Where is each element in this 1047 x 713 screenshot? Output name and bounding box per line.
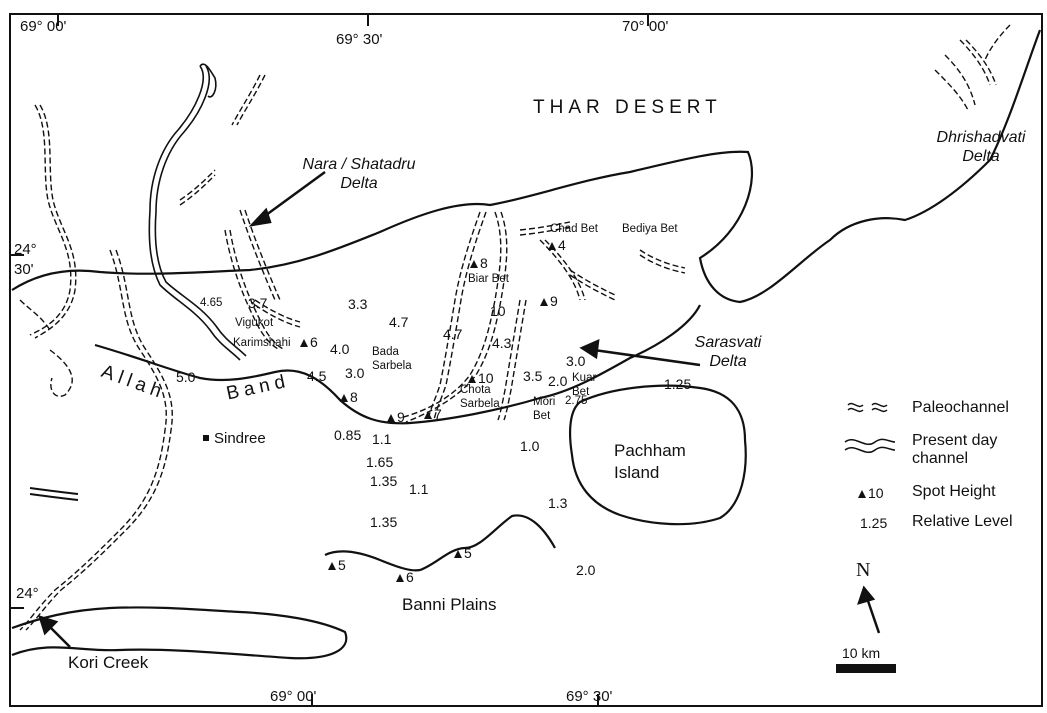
label-sarasvati-delta: Sarasvati Delta (694, 334, 762, 371)
relative-level: 2.0 (576, 562, 596, 578)
spot-height: 5 (328, 558, 346, 572)
spot-height: 7 (424, 407, 442, 421)
relative-level: 1.3 (548, 495, 568, 511)
label-karimshahi: Karimshahi (233, 337, 291, 349)
spot-height: 9 (540, 294, 558, 308)
axis-top-69-30: 69° 30' (336, 31, 383, 48)
graticule-ticks (10, 14, 649, 706)
legend-relative-level-symbol: 1.25 (860, 515, 888, 531)
legend-present-channel: Present day channel (912, 432, 998, 467)
relative-level: 1.0 (520, 438, 540, 454)
rann-shoreline (94, 304, 701, 425)
label-kuar-bet: Kuar Bet (572, 372, 597, 398)
relative-level: 3.3 (348, 296, 368, 312)
relative-level: 2.75 (565, 395, 588, 407)
relative-level: 1.65 (366, 454, 394, 470)
spot-height: 4 (548, 238, 566, 252)
relative-level: 1.1 (372, 431, 392, 447)
north-label: N (856, 559, 871, 581)
label-pachham-island: Pachham Island (614, 441, 686, 483)
relative-level: 3.5 (523, 368, 543, 384)
legend-paleochannel: Paleochannel (912, 399, 1009, 416)
label-chota-sarbela: Chota Sarbela (460, 384, 500, 410)
axis-bottom-69-00: 69° 00' (270, 688, 317, 705)
relative-level: 3.0 (345, 365, 365, 381)
relative-level: 2.0 (548, 373, 568, 389)
axis-top-69-00: 69° 00' (20, 18, 67, 35)
axis-top-70-00: 70° 00' (622, 18, 669, 35)
label-chad-bet: Chad Bet (550, 223, 598, 235)
axis-bottom-69-30: 69° 30' (566, 688, 613, 705)
label-sindree: Sindree (203, 431, 266, 446)
banni-shoreline (324, 514, 556, 572)
spot-height: 10 (490, 303, 506, 319)
label-dhrishadvati-delta: Dhrishadvati Delta (936, 129, 1026, 166)
relative-level: 4.3 (492, 335, 512, 351)
scale-bar (836, 664, 896, 673)
relative-level: 5.0 (176, 369, 196, 385)
coast-south (11, 606, 348, 660)
label-bediya-bet: Bediya Bet (622, 223, 678, 235)
label-kori-creek: Kori Creek (68, 653, 149, 672)
relative-level: 1.35 (370, 473, 398, 489)
paleochannels (19, 24, 1011, 631)
relative-level: 1.25 (664, 376, 692, 392)
label-thar-desert: THAR DESERT (533, 97, 722, 118)
legend: Paleochannel Present day channel 10 Spot… (840, 396, 1035, 566)
relative-level: 0.85 (334, 427, 362, 443)
legend-present-channel-symbol (844, 438, 896, 453)
channel-fragment (29, 487, 79, 501)
spot-height: 6 (396, 570, 414, 584)
label-bada-sarbela: Bada Sarbela (372, 346, 412, 372)
spot-height: 8 (340, 390, 358, 404)
present-day-channel-nara (148, 63, 247, 361)
label-mori-bet: Mori Bet (533, 396, 556, 422)
sindree-marker (203, 435, 209, 441)
spot-height: 8 (470, 256, 488, 270)
legend-spot-height: Spot Height (912, 483, 996, 500)
axis-left-24-30: 24° 30' (14, 241, 37, 278)
spot-height: 10 (468, 371, 494, 385)
legend-paleochannel-symbol (847, 402, 888, 413)
label-biar-bet: Biar Bet (468, 273, 509, 285)
spot-height: 6 (300, 335, 318, 349)
relative-level: 4.7 (443, 326, 463, 342)
relative-level: 1.1 (409, 481, 429, 497)
label-banni-plains: Banni Plains (402, 595, 497, 614)
coastline-north (11, 29, 1042, 304)
legend-glyphs (844, 402, 896, 453)
scale-bar-label: 10 km (842, 645, 881, 661)
pachham-island-outline (569, 384, 747, 526)
legend-spot-height-symbol: 10 (858, 486, 884, 500)
relative-level: 4.0 (330, 341, 350, 357)
spot-height: 5 (454, 546, 472, 560)
arrows (38, 170, 881, 648)
sindree-name: Sindree (214, 430, 266, 447)
label-nara-delta: Nara / Shatadru Delta (302, 156, 416, 193)
spot-height: 9 (387, 410, 405, 424)
axis-left-24: 24° (16, 585, 39, 602)
label-vigukot: Vigukot (235, 317, 274, 329)
relative-level: 4.5 (307, 368, 327, 384)
relative-level: 1.35 (370, 514, 398, 530)
relative-level: 4.7 (389, 314, 409, 330)
relative-level: 3.0 (566, 353, 586, 369)
map-frame (9, 13, 1043, 707)
relative-level: 4.65 (200, 297, 223, 309)
legend-relative-level: Relative Level (912, 513, 1013, 530)
spot-height: 3.7 (248, 295, 268, 311)
